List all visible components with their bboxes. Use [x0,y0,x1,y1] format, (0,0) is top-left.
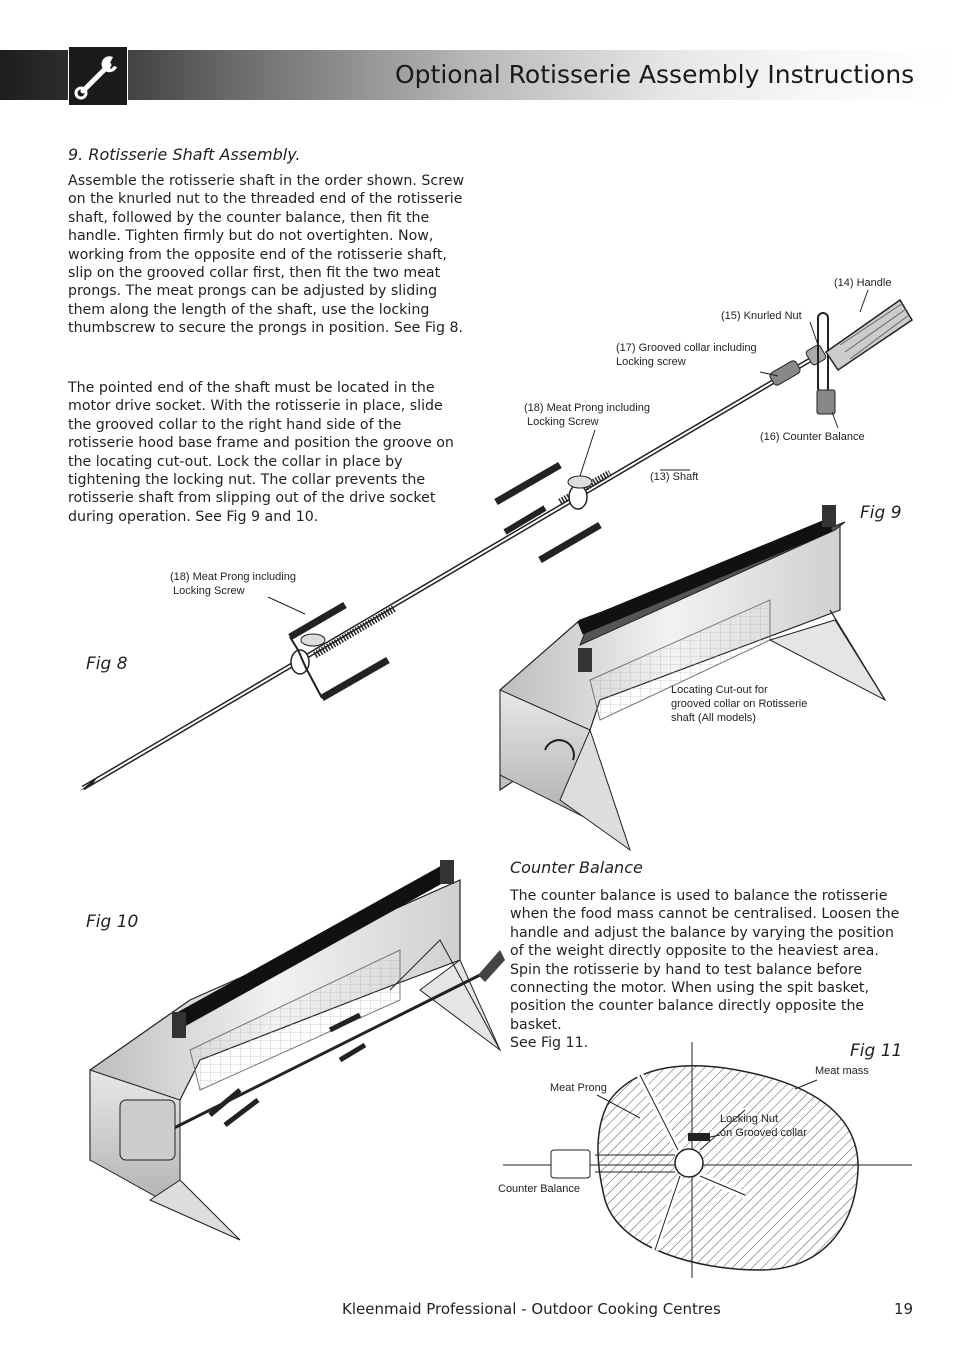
fig11-label: Fig 11 [850,1041,903,1061]
callout-meat-prong: Meat Prong [550,1082,607,1094]
callout-counter-balance: (16) Counter Balance [760,431,865,443]
callout-shaft: (13) Shaft [650,471,699,483]
callout-knurled-nut: (15) Knurled Nut [721,310,802,322]
callout-meat-prong-lower: (18) Meat Prong including Locking Screw [170,571,296,597]
section-title-shaft-assembly: 9. Rotisserie Shaft Assembly. [68,145,301,164]
callout-handle: (14) Handle [834,277,892,289]
callout-grooved-collar: (17) Grooved collar including Locking sc… [616,342,757,368]
fig8-label: Fig 8 [86,654,128,674]
header-bar [0,50,954,100]
callout-counter-balance-fig11: Counter Balance [498,1183,580,1195]
callout-meat-prong-upper: (18) Meat Prong including Locking Screw [524,402,650,428]
counter-balance-paragraph: The counter balance is used to balance t… [510,888,900,1052]
section-title-counter-balance: Counter Balance [510,858,643,877]
fig9-frame-drawing [499,505,887,852]
fig9-label: Fig 9 [860,503,902,523]
page-title: Optional Rotisserie Assembly Instruction… [395,60,915,89]
wrench-icon [68,46,128,106]
footer-text: Kleenmaid Professional - Outdoor Cooking… [342,1300,721,1318]
fig11-balance-drawing [503,1042,912,1278]
page-number: 19 [894,1300,914,1318]
callout-meat-mass: Meat mass [815,1065,869,1077]
callout-locating-cutout: Locating Cut-out for grooved collar on R… [671,684,808,724]
fig10-label: Fig 10 [86,912,139,932]
shaft-assembly-paragraph-1: Assemble the rotisserie shaft in the ord… [68,173,465,337]
shaft-assembly-paragraph-2: The pointed end of the shaft must be loc… [68,380,454,525]
fig10-frame-drawing [89,860,505,1241]
callout-locking-nut: Locking Nut on Grooved collar [720,1113,807,1139]
fig8-shaft-drawing [80,289,914,791]
